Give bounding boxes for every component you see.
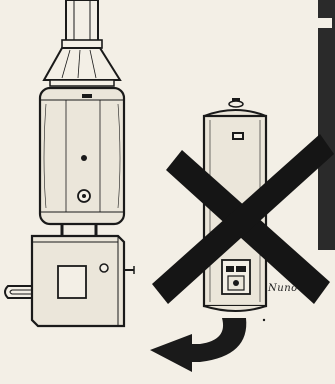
- artist-signature: Nuno: [268, 283, 298, 294]
- flue-pipe-icon: [44, 0, 120, 86]
- ink-dot: [263, 319, 265, 321]
- curved-arrow-icon: [150, 318, 246, 372]
- old-water-heater-tank-icon: [40, 88, 124, 240]
- boiler-box-icon: [5, 236, 134, 326]
- edge-shadow: [318, 0, 335, 250]
- edge-notch: [318, 18, 332, 28]
